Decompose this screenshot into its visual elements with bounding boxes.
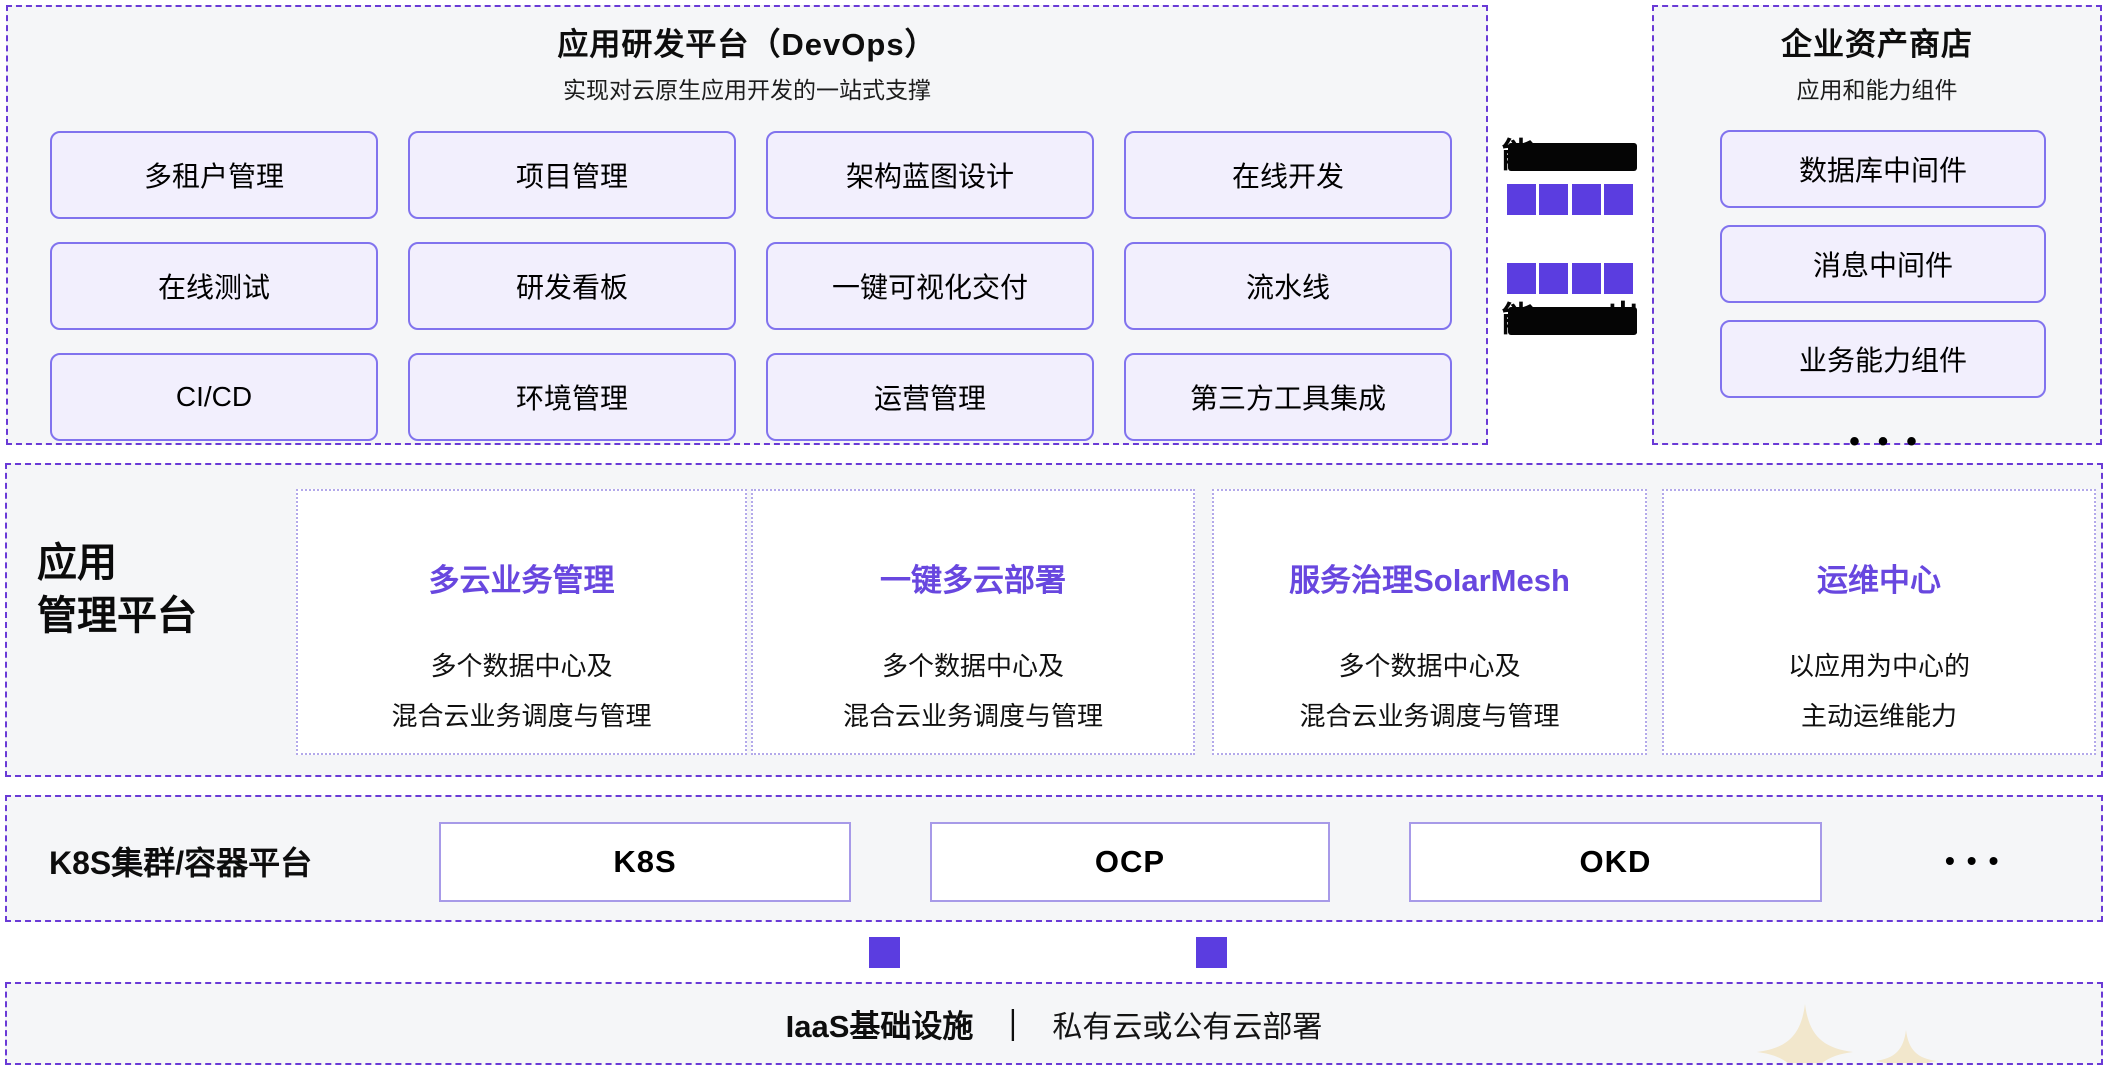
capability-square <box>1603 184 1633 215</box>
iaas-label-row: IaaS基础设施 ｜ 私有云或公有云部署 <box>7 984 2101 1063</box>
card-title: 服务治理SolarMesh <box>1289 563 1570 598</box>
devops-item-online-test: 在线测试 <box>50 242 378 330</box>
asset-item-message-middleware: 消息中间件 <box>1720 225 2046 303</box>
iaas-label: IaaS基础设施 <box>785 1009 974 1044</box>
app-management-label: 应用 管理平台 <box>37 537 197 643</box>
container-platform-band: K8S集群/容器平台 K8S OCP OKD ••• <box>5 795 2103 922</box>
sparkle-decoration <box>1757 1004 1853 1063</box>
card-desc-line: 多个数据中心及 <box>1338 651 1521 681</box>
devops-panel-title: 应用研发平台（DevOps） <box>557 27 937 62</box>
asset-store-items: 数据库中间件 消息中间件 业务能力组件 ••• <box>1720 130 2046 459</box>
container-platform-ellipsis: ••• <box>1945 844 2011 876</box>
capability-square <box>1507 263 1536 294</box>
platform-item-k8s: K8S <box>439 822 851 902</box>
card-service-governance: 服务治理SolarMesh 多个数据中心及 混合云业务调度与管理 <box>1212 489 1647 755</box>
app-management-label-line1: 应用 <box>37 541 117 585</box>
card-desc-line: 以应用为中心的 <box>1787 651 1970 681</box>
card-desc-line: 多个数据中心及 <box>430 651 613 681</box>
capability-square <box>1571 263 1601 294</box>
card-desc-line: 混合云业务调度与管理 <box>1299 700 1560 731</box>
capability-square <box>1539 263 1569 294</box>
devops-item-env-mgmt: 环境管理 <box>408 353 736 441</box>
app-management-label-line2: 管理平台 <box>37 593 197 638</box>
card-description: 以应用为中心的 主动运维能力 <box>1788 642 1970 742</box>
redacted-label-bottom: 能 出 <box>1501 302 1640 337</box>
sparkle-decoration <box>1875 1030 1937 1063</box>
card-oneclick-deploy: 一键多云部署 多个数据中心及 混合云业务调度与管理 <box>751 489 1195 755</box>
flow-square <box>1196 937 1227 968</box>
asset-store-subtitle: 应用和能力组件 <box>1796 77 1958 103</box>
capability-square <box>1603 263 1633 294</box>
devops-item-blueprint: 架构蓝图设计 <box>766 131 1094 219</box>
devops-item-ops-mgmt: 运营管理 <box>766 353 1094 441</box>
iaas-separator: ｜ <box>997 1009 1029 1044</box>
redaction-bar <box>1508 307 1637 335</box>
card-desc-line: 混合云业务调度与管理 <box>391 700 652 731</box>
asset-store-title: 企业资产商店 <box>1781 27 1973 62</box>
redaction-bar <box>1508 143 1637 171</box>
card-description: 多个数据中心及 混合云业务调度与管理 <box>843 642 1103 742</box>
devops-panel-subtitle: 实现对云原生应用开发的一站式支撑 <box>563 77 931 103</box>
card-title: 多云业务管理 <box>428 563 615 598</box>
redacted-label-top: 能 <box>1501 139 1637 173</box>
platform-item-ocp: OCP <box>930 822 1330 902</box>
card-title: 一键多云部署 <box>880 563 1066 598</box>
capability-square-row <box>1507 184 1633 215</box>
asset-store-ellipsis: ••• <box>1849 425 1935 458</box>
asset-item-database-middleware: 数据库中间件 <box>1720 130 2046 208</box>
capability-connector: 能 能 出 <box>1501 139 1640 340</box>
devops-item-multi-tenant: 多租户管理 <box>50 131 378 219</box>
capability-square <box>1539 184 1569 215</box>
devops-item-3rd-party: 第三方工具集成 <box>1124 353 1452 441</box>
devops-item-online-dev: 在线开发 <box>1124 131 1452 219</box>
container-platform-label: K8S集群/容器平台 <box>49 844 313 881</box>
devops-item-project-mgmt: 项目管理 <box>408 131 736 219</box>
devops-item-kanban: 研发看板 <box>408 242 736 330</box>
devops-item-pipeline: 流水线 <box>1124 242 1452 330</box>
platform-item-okd: OKD <box>1409 822 1822 902</box>
card-desc-line: 混合云业务调度与管理 <box>842 700 1103 731</box>
devops-item-visual-delivery: 一键可视化交付 <box>766 242 1094 330</box>
capability-square <box>1571 184 1601 215</box>
card-ops-center: 运维中心 以应用为中心的 主动运维能力 <box>1662 489 2096 755</box>
card-desc-line: 主动运维能力 <box>1800 700 1957 731</box>
capability-square <box>1507 184 1536 215</box>
card-description: 多个数据中心及 混合云业务调度与管理 <box>391 642 651 742</box>
capability-square-row <box>1507 263 1633 294</box>
asset-store-panel: 企业资产商店 应用和能力组件 数据库中间件 消息中间件 业务能力组件 ••• <box>1652 5 2102 458</box>
flow-square <box>869 937 900 968</box>
devops-item-cicd: CI/CD <box>50 353 378 441</box>
devops-capability-grid: 多租户管理 项目管理 架构蓝图设计 在线开发 在线测试 研发看板 一键可视化交付… <box>50 131 1452 441</box>
card-desc-line: 多个数据中心及 <box>881 651 1064 681</box>
card-title: 运维中心 <box>1817 563 1941 598</box>
card-multicloud-business: 多云业务管理 多个数据中心及 混合云业务调度与管理 <box>296 489 747 755</box>
asset-item-business-component: 业务能力组件 <box>1720 320 2046 398</box>
app-management-band: 应用 管理平台 多云业务管理 多个数据中心及 混合云业务调度与管理 一键多云部署… <box>5 463 2103 777</box>
iaas-deploy-label: 私有云或公有云部署 <box>1052 1010 1323 1044</box>
devops-platform-panel: 应用研发平台（DevOps） 实现对云原生应用开发的一站式支撑 多租户管理 项目… <box>6 5 1488 445</box>
card-description: 多个数据中心及 混合云业务调度与管理 <box>1299 642 1559 742</box>
iaas-band: IaaS基础设施 ｜ 私有云或公有云部署 <box>5 982 2103 1065</box>
